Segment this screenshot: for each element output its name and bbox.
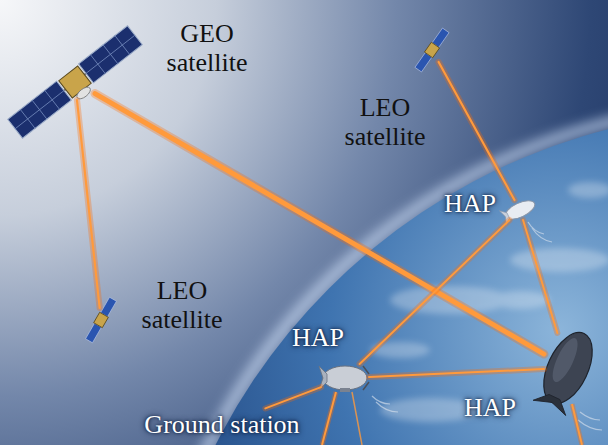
airship-fin <box>533 389 571 415</box>
leo-satellite: LEO satellite <box>420 38 444 62</box>
cloud <box>510 248 608 272</box>
beam-glow <box>523 220 557 333</box>
beam-glow <box>369 369 544 377</box>
ripple <box>580 412 600 420</box>
beam-glow <box>572 404 582 445</box>
node-label: GEO satellite <box>147 19 267 77</box>
laser-link <box>523 220 557 333</box>
beam <box>360 220 510 364</box>
ripple <box>372 396 390 404</box>
beam-glow <box>322 392 336 445</box>
beam <box>439 62 515 200</box>
laser-link <box>77 100 100 308</box>
laser-link <box>369 369 544 377</box>
satellite-body <box>424 42 439 58</box>
beam <box>322 392 336 445</box>
beam <box>77 100 100 308</box>
hull-highlight <box>548 335 583 385</box>
atmosphere-glow <box>144 104 608 445</box>
beam <box>352 392 362 445</box>
node-label: HAP <box>464 393 516 422</box>
ripple <box>532 228 552 242</box>
beam <box>369 369 544 377</box>
laser-link <box>360 220 510 364</box>
clouds <box>370 182 608 422</box>
hap-airship-icon <box>319 366 369 392</box>
beam-glow <box>360 220 510 364</box>
node-label: HAP <box>444 189 496 218</box>
node-label: Ground station <box>144 410 299 439</box>
laser-link <box>265 387 321 408</box>
node-label: HAP <box>292 323 344 352</box>
beam-glow <box>77 100 100 308</box>
beam <box>265 387 321 408</box>
node-label: LEO satellite <box>122 276 242 334</box>
hap-platform: HAP <box>321 364 369 392</box>
ground-station: Ground station <box>140 408 303 441</box>
beam <box>572 404 582 445</box>
ripple <box>578 420 602 430</box>
ripple <box>528 222 544 234</box>
gondola <box>340 388 350 392</box>
beam <box>523 220 557 333</box>
cloud <box>490 291 550 309</box>
laser-link <box>439 62 515 200</box>
geo-satellite: GEO satellite <box>55 64 95 100</box>
beam-glow <box>265 387 321 408</box>
cloud <box>568 182 608 198</box>
hap-platform: HAP <box>544 333 592 403</box>
beam-glow <box>439 62 515 200</box>
ripple <box>376 402 398 412</box>
panel-grid <box>8 26 143 138</box>
node-label: LEO satellite <box>325 93 445 151</box>
leo-satellite-icon <box>414 27 450 72</box>
satellite-body <box>94 312 109 327</box>
leo-satellite: LEO satellite <box>89 308 113 332</box>
hap-platform: HAP <box>504 200 536 220</box>
airship-hull <box>323 366 367 390</box>
